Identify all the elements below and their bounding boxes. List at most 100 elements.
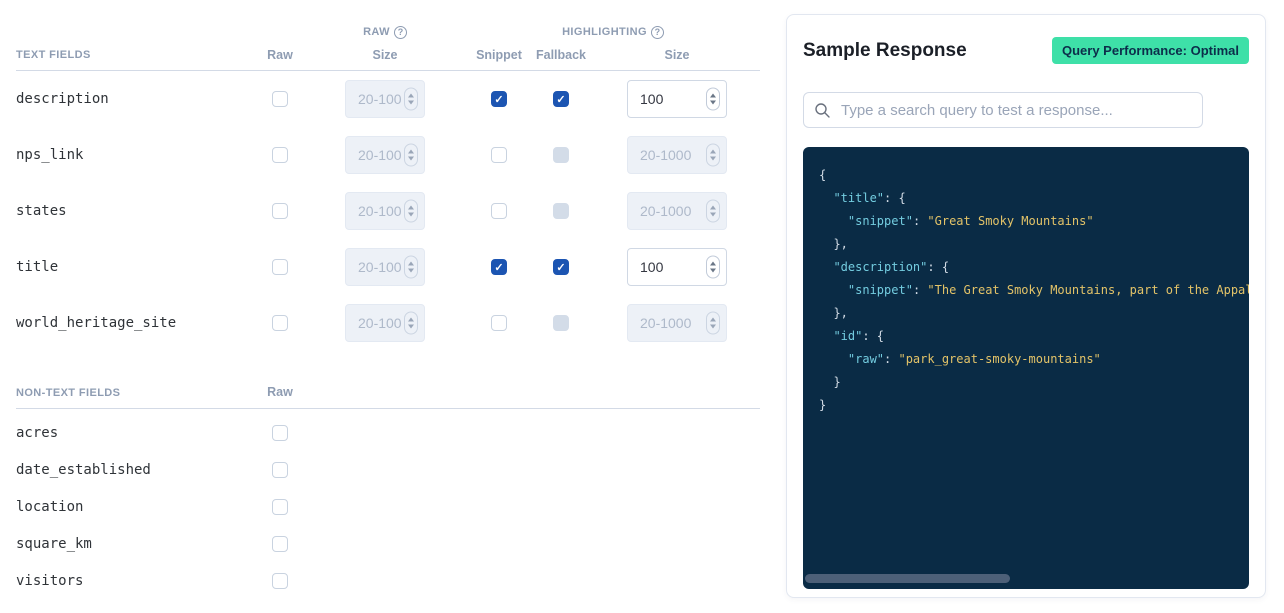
- raw-checkbox[interactable]: [272, 315, 288, 331]
- snippet-checkbox[interactable]: [491, 91, 507, 107]
- stepper-icon[interactable]: [706, 199, 720, 223]
- stepper-icon[interactable]: [706, 311, 720, 335]
- response-json: { "title": { "snippet": "Great Smoky Mou…: [819, 164, 1249, 417]
- column-header-raw-nontext: Raw: [267, 385, 293, 399]
- highlight-size-input[interactable]: [627, 80, 727, 118]
- fallback-checkbox: [553, 147, 569, 163]
- code-line: },: [819, 306, 848, 320]
- horizontal-scrollbar-thumb[interactable]: [805, 574, 1010, 583]
- non-text-field-row: square_km: [16, 525, 760, 562]
- highlight-size-value: [628, 203, 726, 219]
- raw-checkbox[interactable]: [272, 147, 288, 163]
- text-field-row: title: [16, 239, 760, 295]
- highlight-size-input: [627, 136, 727, 174]
- raw-checkbox[interactable]: [272, 498, 288, 515]
- text-fields-section-label: TEXT FIELDS: [16, 49, 91, 61]
- search-query-input[interactable]: [839, 100, 1192, 120]
- code-line: },: [819, 237, 848, 251]
- raw-help-icon[interactable]: ?: [393, 25, 407, 39]
- raw-checkbox[interactable]: [272, 461, 288, 478]
- raw-checkbox[interactable]: [272, 572, 288, 589]
- stepper-icon[interactable]: [706, 255, 720, 279]
- snippet-checkbox[interactable]: [491, 315, 507, 331]
- field-name: location: [16, 498, 84, 515]
- text-field-row: states: [16, 183, 760, 239]
- raw-size-input: [345, 80, 425, 118]
- raw-group-header: RAW ?: [363, 25, 407, 39]
- field-name: visitors: [16, 572, 84, 589]
- column-header-highlight-size: Size: [664, 48, 690, 62]
- field-name: date_established: [16, 461, 151, 478]
- field-name: nps_link: [16, 147, 84, 163]
- highlighting-group-header: HIGHLIGHTING ?: [562, 25, 664, 39]
- stepper-icon[interactable]: [706, 87, 720, 111]
- field-name: title: [16, 259, 59, 275]
- highlighting-help-icon[interactable]: ?: [650, 25, 664, 39]
- sample-response-title: Sample Response: [803, 39, 967, 61]
- highlight-size-value: [628, 147, 726, 163]
- raw-size-input: [345, 192, 425, 230]
- raw-checkbox[interactable]: [272, 91, 288, 107]
- non-text-field-row: location: [16, 488, 760, 525]
- field-name: acres: [16, 424, 59, 441]
- stepper-icon[interactable]: [706, 143, 720, 167]
- column-header-raw: Raw: [267, 48, 293, 62]
- code-line: "title": {: [833, 191, 906, 205]
- field-name: states: [16, 203, 67, 219]
- code-line: {: [819, 168, 827, 182]
- text-field-row: world_heritage_site: [16, 295, 760, 351]
- search-box: [803, 92, 1203, 128]
- column-header-fallback: Fallback: [535, 48, 587, 62]
- sample-response-header: Sample Response Query Performance: Optim…: [803, 37, 1249, 64]
- snippet-checkbox[interactable]: [491, 147, 507, 163]
- fallback-checkbox[interactable]: [553, 91, 569, 107]
- non-text-fields-section-label: NON-TEXT FIELDS: [16, 387, 121, 399]
- stepper-icon: [404, 311, 418, 335]
- result-fields-table: RAW ? HIGHLIGHTING ? TEXT FIELDS Raw Siz…: [16, 0, 760, 599]
- snippet-checkbox[interactable]: [491, 203, 507, 219]
- query-performance-badge: Query Performance: Optimal: [1052, 37, 1249, 64]
- text-field-row: description: [16, 71, 760, 127]
- code-line: "description": {: [833, 260, 950, 274]
- column-header-raw-size: Size: [372, 48, 398, 62]
- column-header-snippet: Snippet: [476, 48, 522, 62]
- field-name: world_heritage_site: [16, 315, 177, 331]
- text-fields-header-row: TEXT FIELDS Raw Size Snippet Fallback Si…: [16, 40, 760, 71]
- text-field-row: nps_link: [16, 127, 760, 183]
- raw-checkbox[interactable]: [272, 203, 288, 219]
- raw-group-label: RAW: [363, 26, 390, 38]
- raw-checkbox[interactable]: [272, 535, 288, 552]
- raw-checkbox[interactable]: [272, 424, 288, 441]
- fallback-checkbox: [553, 315, 569, 331]
- field-name: square_km: [16, 535, 92, 552]
- stepper-icon: [404, 143, 418, 167]
- highlighting-group-label: HIGHLIGHTING: [562, 26, 647, 38]
- fallback-checkbox[interactable]: [553, 259, 569, 275]
- highlight-size-input[interactable]: [627, 248, 727, 286]
- code-line: }: [819, 375, 841, 389]
- non-text-field-row: visitors: [16, 562, 760, 599]
- code-line: }: [819, 398, 827, 412]
- text-fields-rows: description nps_link: [16, 71, 760, 351]
- sample-response-card: Sample Response Query Performance: Optim…: [786, 14, 1266, 598]
- fallback-checkbox: [553, 203, 569, 219]
- stepper-icon: [404, 87, 418, 111]
- code-line: "snippet": "Great Smoky Mountains": [847, 214, 1094, 228]
- code-line: "raw": "park_great-smoky-mountains": [847, 352, 1101, 366]
- non-text-fields-header-row: NON-TEXT FIELDS Raw: [16, 365, 760, 409]
- raw-checkbox[interactable]: [272, 259, 288, 275]
- stepper-icon: [404, 255, 418, 279]
- highlight-size-value[interactable]: [628, 259, 726, 275]
- group-header-row: RAW ? HIGHLIGHTING ?: [16, 24, 760, 40]
- raw-size-input: [345, 248, 425, 286]
- raw-size-input: [345, 136, 425, 174]
- code-line: "snippet": "The Great Smoky Mountains, p…: [847, 283, 1249, 297]
- highlight-size-input: [627, 192, 727, 230]
- highlight-size-value[interactable]: [628, 91, 726, 107]
- search-icon: [815, 102, 830, 118]
- snippet-checkbox[interactable]: [491, 259, 507, 275]
- non-text-field-row: date_established: [16, 451, 760, 488]
- non-text-fields-rows: acres date_established location square_k…: [16, 409, 760, 599]
- non-text-field-row: acres: [16, 414, 760, 451]
- response-code-block[interactable]: { "title": { "snippet": "Great Smoky Mou…: [803, 147, 1249, 589]
